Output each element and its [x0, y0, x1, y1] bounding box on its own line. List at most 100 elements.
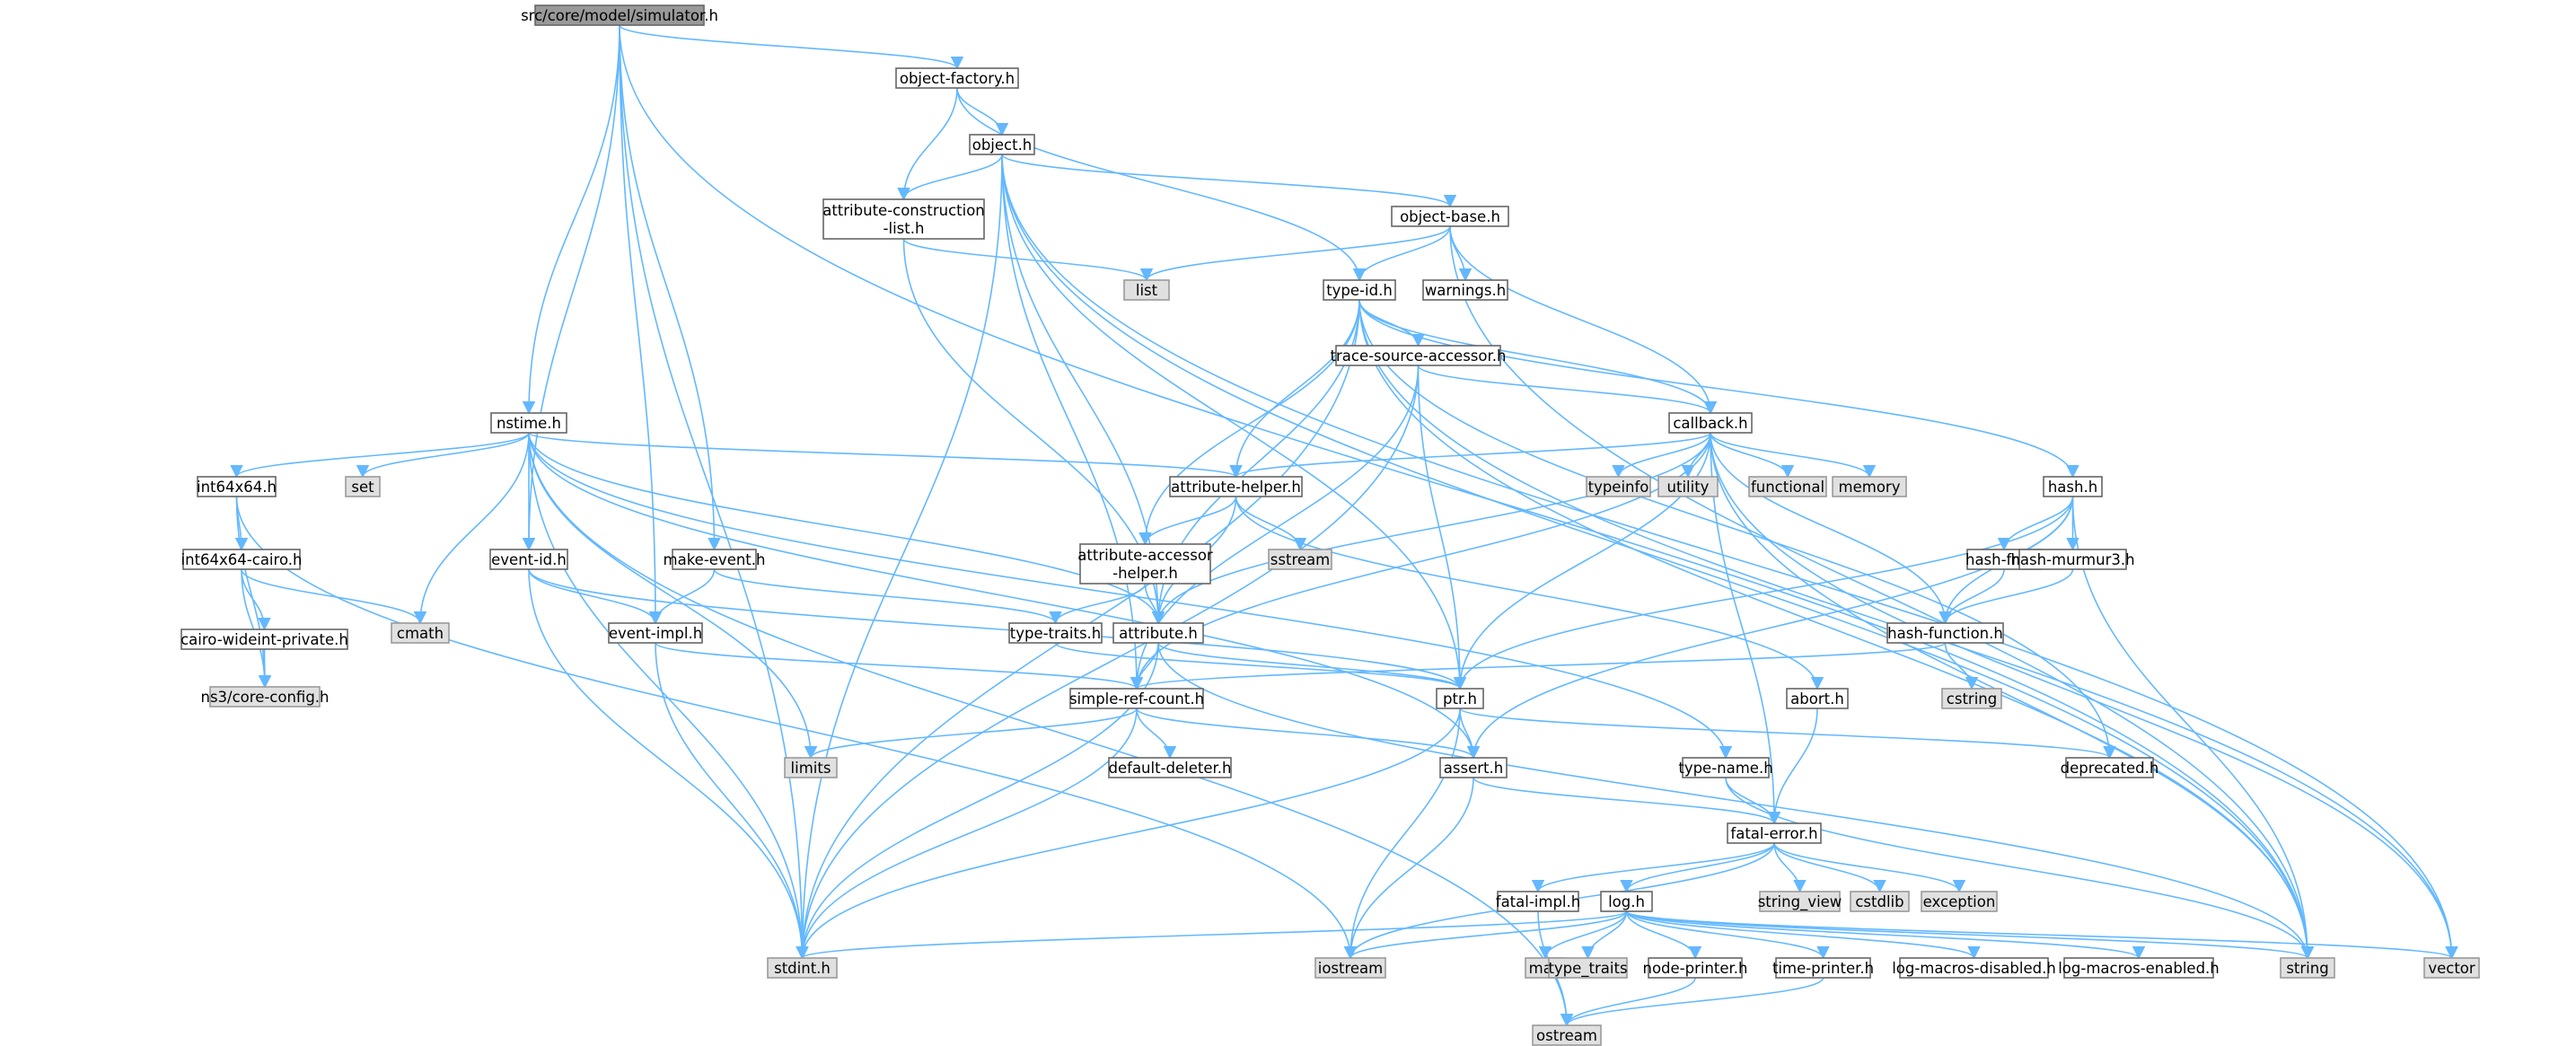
node-log-en[interactable]: log-macros-enabled.h	[2058, 957, 2220, 979]
edge-fatal-error-to-exception	[1773, 842, 1966, 893]
node-type-id[interactable]: type-id.h	[1323, 279, 1396, 301]
node-set[interactable]: set	[345, 476, 381, 497]
node-type_traits[interactable]: type_traits	[1548, 957, 1628, 979]
node-attr-constr[interactable]: attribute-construction-list.h	[822, 198, 985, 240]
node-simple-ref[interactable]: simple-ref-count.h	[1069, 688, 1204, 709]
node-attr-helper[interactable]: attribute-helper.h	[1169, 476, 1303, 497]
node-object[interactable]: object.h	[969, 134, 1035, 155]
node-label-attr-accessor-1: -helper.h	[1112, 565, 1178, 582]
node-typeinfo[interactable]: typeinfo	[1586, 476, 1651, 497]
node-list[interactable]: list	[1123, 279, 1170, 301]
node-hash-function[interactable]: hash-function.h	[1886, 622, 2004, 644]
node-type-name[interactable]: type-name.h	[1678, 757, 1773, 778]
node-ostream[interactable]: ostream	[1532, 1024, 1602, 1046]
node-label-utility: utility	[1667, 479, 1710, 496]
node-sstream[interactable]: sstream	[1268, 549, 1332, 570]
node-time-printer[interactable]: time-printer.h	[1772, 957, 1874, 979]
node-cairo-wideint[interactable]: cairo-wideint-private.h	[180, 628, 348, 650]
node-log-dis[interactable]: log-macros-disabled.h	[1892, 957, 2056, 979]
edge-object-base-to-type-id	[1352, 225, 1451, 282]
node-cstring[interactable]: cstring	[1941, 688, 2002, 709]
node-fatal-impl[interactable]: fatal-impl.h	[1496, 891, 1580, 912]
node-label-type_traits: type_traits	[1548, 960, 1627, 978]
edge-simulator-to-stdint	[619, 24, 809, 960]
node-event-id[interactable]: event-id.h	[489, 549, 568, 570]
node-make-event[interactable]: make-event.h	[664, 549, 766, 570]
node-label-cstring: cstring	[1947, 690, 1997, 708]
node-box-type-traits	[1008, 622, 1103, 644]
node-exception[interactable]: exception	[1921, 891, 1998, 912]
node-box-make-event	[672, 549, 757, 570]
node-abort[interactable]: abort.h	[1786, 688, 1849, 709]
node-limits[interactable]: limits	[784, 757, 838, 778]
edge-attr-accessor-to-attribute	[1144, 583, 1165, 625]
node-hash[interactable]: hash.h	[2043, 476, 2103, 497]
node-hash-murmur3[interactable]: hash-murmur3.h	[2010, 549, 2135, 570]
node-trace-source[interactable]: trace-source-accessor.h	[1331, 345, 1507, 366]
node-callback[interactable]: callback.h	[1668, 412, 1753, 434]
node-attribute[interactable]: attribute.h	[1112, 622, 1204, 644]
edge-log-to-iostream	[1343, 910, 1628, 960]
edge-object-factory-to-type-id	[956, 87, 1367, 282]
node-box-vector	[2423, 957, 2480, 979]
node-type-traits[interactable]: type-traits.h	[1008, 622, 1103, 644]
node-ptr[interactable]: ptr.h	[1436, 688, 1484, 709]
node-vector[interactable]: vector	[2423, 957, 2480, 979]
node-box-utility	[1657, 476, 1719, 497]
node-cstdlib[interactable]: cstdlib	[1850, 891, 1910, 912]
node-label-abort: abort.h	[1790, 690, 1844, 708]
node-label-limits: limits	[791, 760, 831, 777]
node-box-string_view	[1759, 891, 1841, 912]
node-event-impl[interactable]: event-impl.h	[608, 622, 703, 644]
node-core-config[interactable]: ns3/core-config.h	[201, 686, 330, 708]
node-box-simulator	[534, 4, 705, 26]
node-stdint[interactable]: stdint.h	[767, 957, 838, 979]
node-box-limits	[784, 757, 838, 778]
node-attr-accessor[interactable]: attribute-accessor-helper.h	[1077, 543, 1213, 585]
node-node-printer[interactable]: node-printer.h	[1642, 957, 1748, 979]
node-log[interactable]: log.h	[1600, 891, 1653, 912]
node-warnings[interactable]: warnings.h	[1422, 279, 1508, 301]
edge-event-impl-to-simple-ref	[655, 642, 1143, 690]
node-label-log-dis: log-macros-disabled.h	[1892, 960, 2056, 977]
node-int64x64[interactable]: int64x64.h	[197, 476, 277, 497]
edge-callback-to-memory	[1710, 432, 1877, 479]
node-iostream[interactable]: iostream	[1314, 957, 1386, 979]
node-default-deleter[interactable]: default-deleter.h	[1108, 757, 1232, 778]
node-int64x64-cairo[interactable]: int64x64-cairo.h	[181, 549, 303, 570]
edge-int64x64-to-core-config	[235, 496, 272, 689]
node-string_view[interactable]: string_view	[1758, 891, 1842, 912]
edge-int64x64-cairo-to-cmath	[241, 568, 427, 625]
node-label-string: string	[2286, 960, 2328, 977]
node-box-nstime	[490, 412, 567, 434]
node-label-cstdlib: cstdlib	[1855, 893, 1903, 910]
node-assert[interactable]: assert.h	[1439, 757, 1508, 778]
node-memory[interactable]: memory	[1832, 476, 1907, 497]
node-box-memory	[1832, 476, 1907, 497]
edge-node-printer-to-ostream	[1560, 977, 1696, 1027]
node-label-attribute: attribute.h	[1119, 625, 1198, 642]
node-nstime[interactable]: nstime.h	[490, 412, 567, 434]
node-deprecated[interactable]: deprecated.h	[2061, 757, 2159, 778]
edge-nstime-to-ostream	[528, 432, 1574, 1027]
node-simulator[interactable]: src/core/model/simulator.h	[521, 4, 718, 26]
node-utility[interactable]: utility	[1657, 476, 1719, 497]
node-object-factory[interactable]: object-factory.h	[895, 67, 1019, 89]
node-object-base[interactable]: object-base.h	[1391, 206, 1509, 227]
node-functional[interactable]: functional	[1748, 476, 1827, 497]
node-box-iostream	[1314, 957, 1386, 979]
node-fatal-error[interactable]: fatal-error.h	[1727, 822, 1822, 844]
edge-nstime-to-int64x64	[230, 432, 530, 479]
node-box-int64x64	[197, 476, 277, 497]
node-box-object	[969, 134, 1035, 155]
node-box-node-printer	[1648, 957, 1743, 979]
node-string[interactable]: string	[2280, 957, 2335, 979]
edge-attr-constr-to-list	[902, 238, 1154, 282]
node-box-list	[1123, 279, 1170, 301]
edge-fatal-error-to-fatal-impl	[1531, 842, 1775, 893]
edge-attribute-to-ptr	[1157, 642, 1467, 690]
edge-callback-to-attr-helper	[1229, 432, 1711, 479]
node-label-exception: exception	[1923, 893, 1996, 910]
edge-ptr-to-deprecated	[1459, 708, 2116, 760]
node-cmath[interactable]: cmath	[391, 622, 450, 644]
